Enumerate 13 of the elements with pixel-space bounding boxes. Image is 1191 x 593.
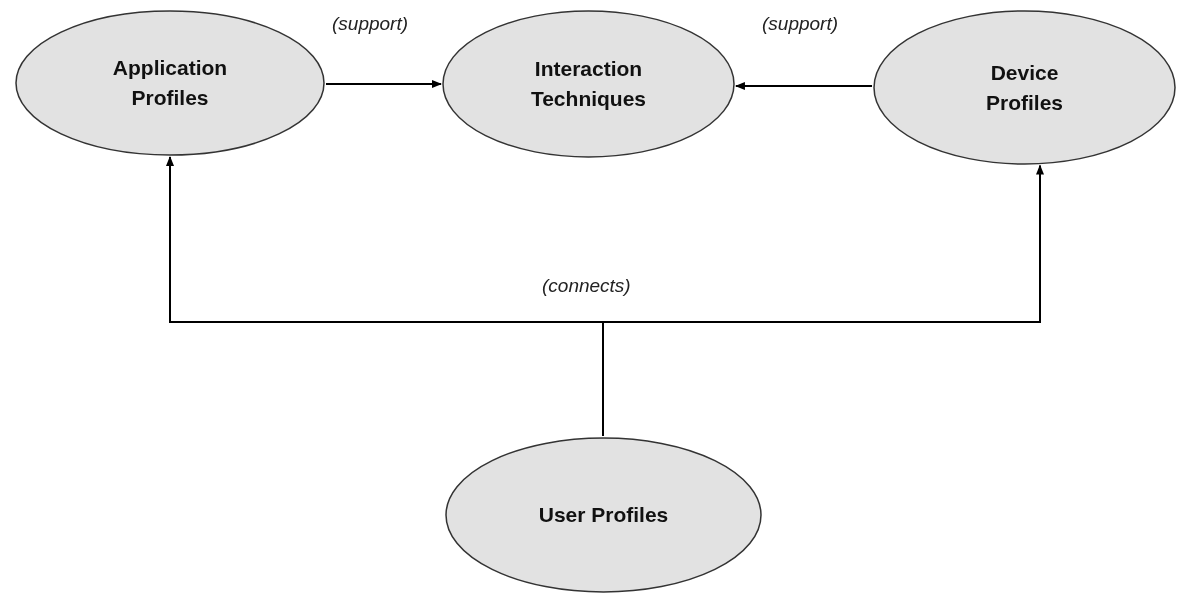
- ellipse-node: [873, 10, 1176, 165]
- node-label: Interaction Techniques: [529, 56, 648, 112]
- edge-label: (connects): [542, 274, 631, 298]
- node-label: Application Profiles: [111, 55, 229, 111]
- node-label: Device Profiles: [985, 59, 1064, 116]
- arrow: [734, 82, 874, 90]
- edge-label: (support): [332, 12, 409, 36]
- arrow: [325, 80, 442, 88]
- ellipse-node: [445, 437, 762, 593]
- ellipse-node: [15, 10, 325, 156]
- edge-label: (support): [762, 12, 839, 36]
- ellipse-node: [442, 10, 735, 158]
- node-label: User Profiles: [537, 502, 670, 528]
